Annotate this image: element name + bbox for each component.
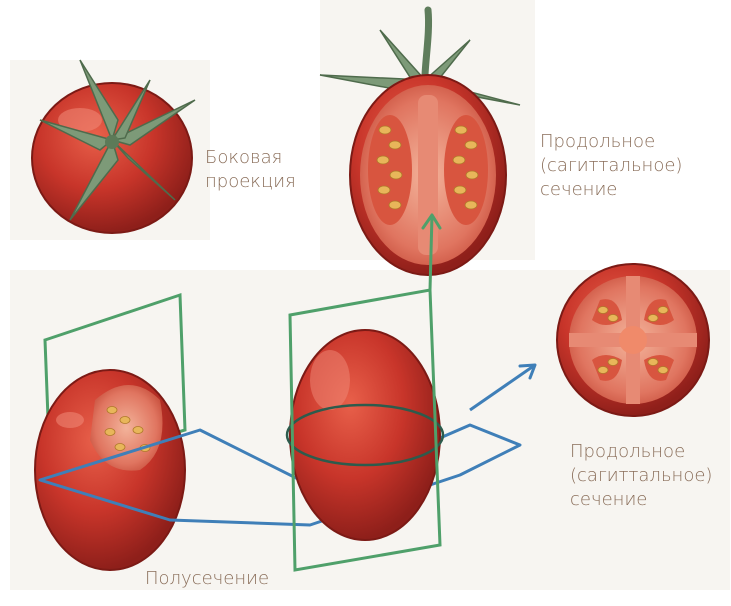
tomato-half-section (35, 295, 185, 570)
label-longitudinal-top-line2: (сагиттальное) (540, 154, 682, 178)
label-side-view: Боковая проекция (205, 146, 296, 194)
label-longitudinal-bottom: Продольное (сагиттальное) сечение (570, 440, 712, 512)
label-longitudinal-top: Продольное (сагиттальное) сечение (540, 130, 682, 202)
tomato-side-view (32, 60, 195, 233)
label-longitudinal-bottom-line2: (сагиттальное) (570, 464, 712, 488)
label-side-view-line2: проекция (205, 170, 296, 194)
label-side-view-line1: Боковая (205, 146, 296, 170)
label-half-section-text: Полусечение (145, 567, 269, 591)
label-longitudinal-top-line1: Продольное (540, 130, 682, 154)
label-longitudinal-bottom-line3: сечение (570, 488, 712, 512)
label-half-section: Полусечение (145, 567, 269, 591)
tomato-longitudinal-top (320, 10, 520, 275)
label-longitudinal-top-line3: сечение (540, 178, 682, 202)
tomato-cross-section (557, 264, 709, 416)
label-longitudinal-bottom-line1: Продольное (570, 440, 712, 464)
